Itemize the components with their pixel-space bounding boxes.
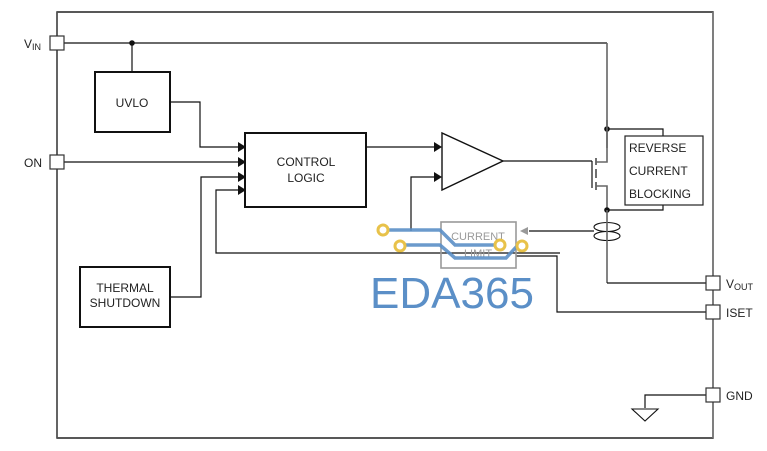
thermal-shutdown-block: THERMAL SHUTDOWN xyxy=(79,266,171,328)
reverse-current-blocking-block: REVERSE CURRENT BLOCKING xyxy=(624,135,704,206)
logic-input-arrows xyxy=(238,142,246,195)
thermal-to-logic-wire xyxy=(170,176,238,298)
uvlo-label: UVLO xyxy=(116,96,149,110)
pin-vout-label: VOUT xyxy=(726,277,754,292)
uvlo-to-logic-wire xyxy=(170,101,238,148)
rcb-line1: REVERSE xyxy=(629,141,686,155)
watermark-pcb-traces xyxy=(376,223,529,260)
pin-on[interactable] xyxy=(49,154,65,170)
control-logic-block: CONTROL LOGIC xyxy=(244,132,367,208)
gnd-wire xyxy=(644,394,706,408)
pin-vout[interactable] xyxy=(705,275,721,291)
arrow-icon xyxy=(434,172,442,182)
pin-vin-label: VIN xyxy=(24,37,41,52)
pin-on-label: ON xyxy=(24,156,42,170)
pin-gnd-label: GND xyxy=(726,389,753,403)
control-logic-line2: LOGIC xyxy=(287,171,325,185)
rcb-line2: CURRENT xyxy=(629,164,688,178)
thermal-label-line2: SHUTDOWN xyxy=(90,296,161,310)
ground-icon xyxy=(630,408,660,422)
current-limit-line1: CURRENT xyxy=(451,231,505,243)
control-logic-line1: CONTROL xyxy=(277,155,336,169)
pin-gnd[interactable] xyxy=(705,387,721,403)
rcb-top-wire xyxy=(607,128,664,136)
amplifier-triangle xyxy=(441,131,505,192)
pin-iset-label: ISET xyxy=(726,306,753,320)
uvlo-block: UVLO xyxy=(94,71,171,133)
limit-to-logic-wire xyxy=(215,189,560,254)
rcb-line3: BLOCKING xyxy=(629,187,691,201)
thermal-label-line1: THERMAL xyxy=(96,281,154,295)
pin-vin[interactable] xyxy=(49,35,65,51)
pass-fet-symbol xyxy=(591,148,608,210)
pin-iset[interactable] xyxy=(705,304,721,320)
iset-wire xyxy=(516,255,706,313)
watermark-logo: EDA365 xyxy=(370,269,534,318)
limit-to-amp-wire xyxy=(410,176,435,231)
arrow-icon xyxy=(520,227,528,235)
arrow-icon xyxy=(434,142,442,152)
rcb-bottom-wire xyxy=(607,205,664,211)
